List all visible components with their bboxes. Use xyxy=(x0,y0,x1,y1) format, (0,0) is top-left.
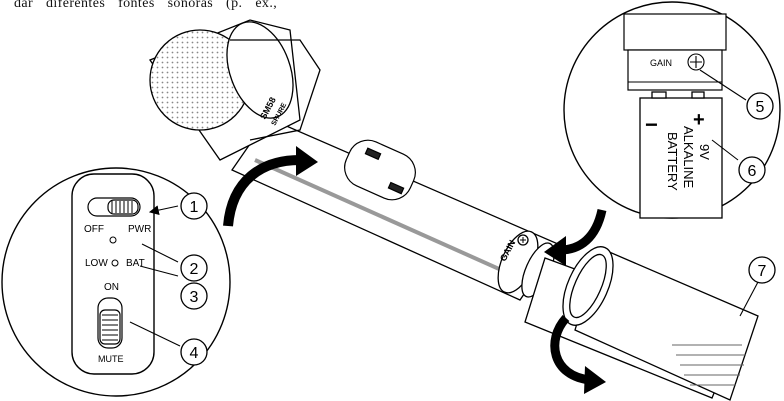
twist-arrow xyxy=(550,314,606,394)
callout-2: 2 xyxy=(180,254,208,282)
mute-label: MUTE xyxy=(98,354,124,364)
handle-switch-panel xyxy=(344,139,416,201)
battery-minus: − xyxy=(645,112,658,137)
insert-arrow-left xyxy=(223,146,318,227)
gain-label-zoom: GAIN xyxy=(650,58,672,68)
svg-text:6: 6 xyxy=(748,163,757,180)
callout-leaders-right xyxy=(699,69,759,317)
gain-screw[interactable] xyxy=(687,53,705,71)
low-label: LOW xyxy=(85,258,108,269)
off-label: OFF xyxy=(84,224,104,235)
svg-text:4: 4 xyxy=(190,345,199,362)
intro-text: dar diferentes fontes sonoras (p. ex., xyxy=(14,0,278,11)
bat-label: BAT xyxy=(126,258,145,269)
svg-text:1: 1 xyxy=(190,199,199,216)
battery-plus: + xyxy=(693,109,705,131)
svg-text:5: 5 xyxy=(756,99,765,116)
battery-led xyxy=(111,259,119,267)
pwr-label: PWR xyxy=(128,224,151,235)
on-label: ON xyxy=(104,282,119,293)
svg-text:BATTERY: BATTERY xyxy=(665,132,680,191)
svg-text:3: 3 xyxy=(190,289,199,306)
svg-text:2: 2 xyxy=(190,261,199,278)
callout-6: 6 xyxy=(738,156,766,184)
power-switch[interactable] xyxy=(87,197,141,217)
remove-arrow-right xyxy=(544,208,607,266)
callout-1: 1 xyxy=(180,192,208,220)
callout-3: 3 xyxy=(180,282,208,310)
switch-zoom-circle xyxy=(1,167,231,397)
callout-5: 5 xyxy=(746,92,774,120)
svg-text:7: 7 xyxy=(758,263,767,280)
callout-4: 4 xyxy=(180,338,208,366)
gain-collar xyxy=(497,230,555,298)
callout-7: 7 xyxy=(748,256,776,284)
callout-leaders-left xyxy=(129,205,181,347)
battery xyxy=(639,91,723,219)
svg-text:ALKALINE: ALKALINE xyxy=(681,126,696,188)
mute-switch[interactable] xyxy=(97,297,123,349)
power-led xyxy=(109,236,117,244)
battery-cup xyxy=(524,246,759,401)
microphone-grille xyxy=(148,19,321,161)
battery-text: 9V ALKALINE BATTERY xyxy=(665,126,712,191)
svg-text:9V: 9V xyxy=(697,144,712,160)
